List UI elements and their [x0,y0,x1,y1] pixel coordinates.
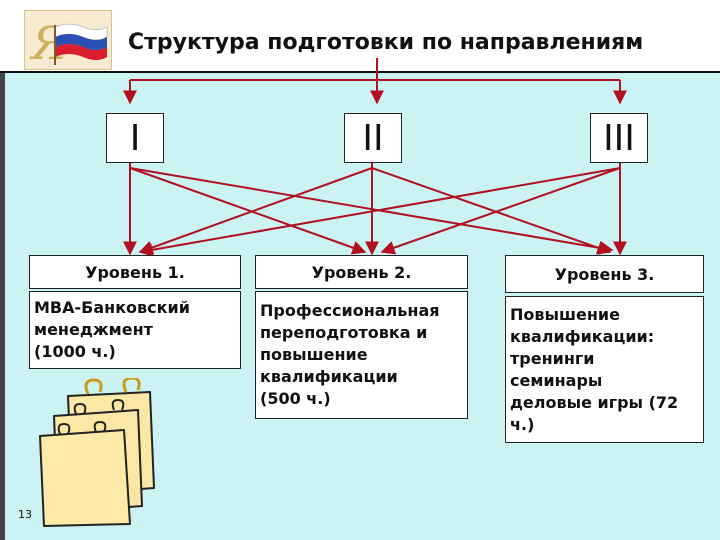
level-3-description-line: семинары [510,370,603,390]
level-3-description: Повышение квалификации: тренинги семинар… [505,296,704,443]
level-3-description-line: Повышение [510,304,620,324]
level-1-label: Уровень 1. [29,255,241,289]
level-2-description-line: повышение [260,345,368,364]
direction-box-2: II [344,113,402,163]
level-1-description: МВА-Банковский менеджмент (1000 ч.) [29,291,241,369]
direction-box-1: I [106,113,164,163]
slide-title: Структура подготовки по направлениям [128,30,644,55]
direction-box-3: III [590,113,648,163]
level-3-description-line: деловые игры (72 [510,392,679,412]
notepad-clipart-icon [39,378,155,527]
slide-header [0,0,720,72]
level-3-description-line: квалификации: [510,326,655,346]
level-2-description-line: квалификации [260,367,398,386]
header-divider [0,71,720,73]
level-2-label: Уровень 2. [255,255,468,289]
level-1-description-line: МВА-Банковский [34,298,190,317]
level-3-description-line: тренинги [510,348,595,368]
left-border-strip [0,73,5,540]
level-1-description-line: (1000 ч.) [34,342,116,361]
level-2-description-line: (500 ч.) [260,389,331,408]
level-2-description-line: Профессиональная [260,301,440,320]
level-3-description-line: ч.) [510,414,535,434]
level-2-description-line: переподготовка и [260,323,428,342]
level-3-label: Уровень 3. [505,255,704,293]
russian-flag-emblem-icon: Я [24,10,112,70]
level-1-description-line: менеджмент [34,320,153,339]
level-2-description: Профессиональная переподготовка и повыше… [255,291,468,419]
slide-number: 13 [18,508,32,521]
